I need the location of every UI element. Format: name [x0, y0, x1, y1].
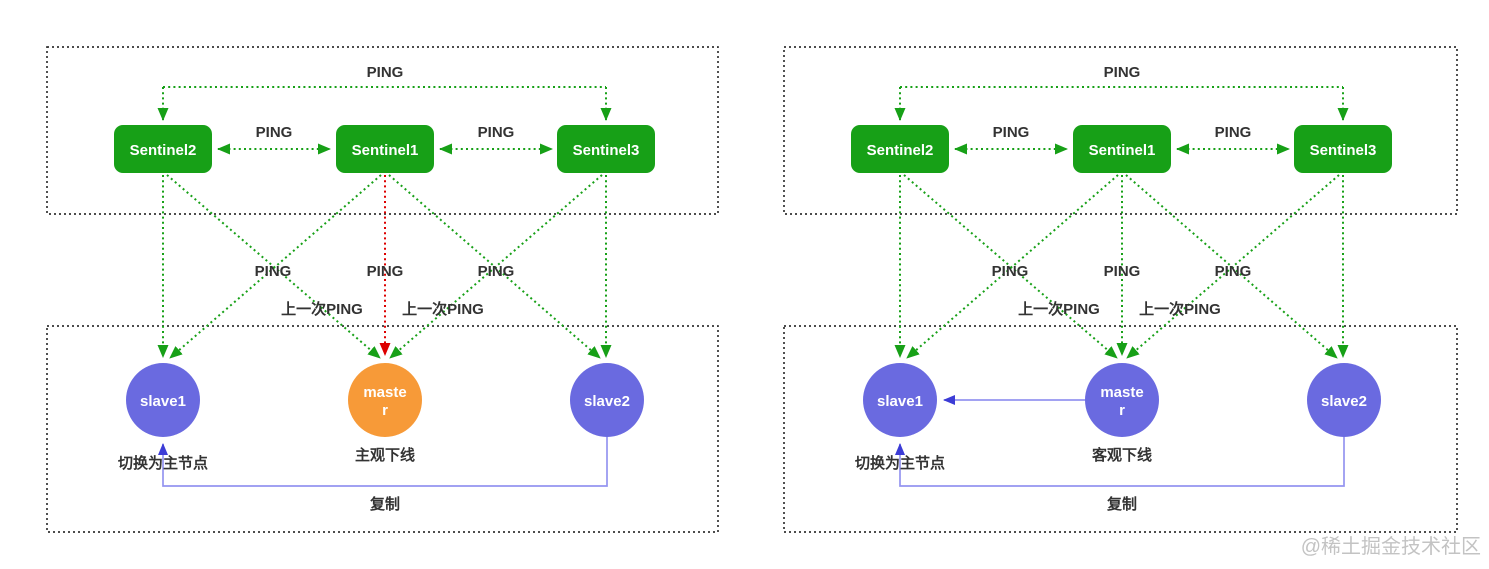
ping-line-s2-master: [903, 174, 1118, 359]
sentinel3-label: Sentinel3: [1310, 142, 1377, 159]
ping-label-s1-s3: PING: [478, 124, 515, 141]
ping-col-left-label: PING: [255, 263, 292, 280]
left-diagram: PING PING PING Sentinel2 Sentinel1 Senti…: [46, 46, 719, 533]
replication-caption: 复制: [1106, 495, 1137, 513]
redis-nodes-box: [46, 325, 719, 533]
ping-col-center-label: PING: [1104, 263, 1141, 280]
sentinel3-box: [1294, 125, 1392, 173]
master-caption: 主观下线: [355, 446, 415, 464]
ping-col-left-label: PING: [992, 263, 1029, 280]
ping-label-s2-s1: PING: [256, 124, 293, 141]
redis-nodes-box: [783, 325, 1458, 533]
sentinel2-box: [851, 125, 949, 173]
sentinel1-label: Sentinel1: [352, 142, 419, 159]
sentinel1-box: [336, 125, 434, 173]
slave2-label: slave2: [1321, 393, 1367, 410]
sentinel3-box: [557, 125, 655, 173]
slave1-caption: 切换为主节点: [118, 454, 208, 472]
watermark: @稀土掘金技术社区: [1301, 535, 1481, 558]
master-label-line1: maste: [1100, 384, 1143, 401]
sentinel-group-box: [783, 46, 1458, 215]
slave2-label: slave2: [584, 393, 630, 410]
ping-top-label: PING: [367, 64, 404, 81]
slave1-node: [863, 363, 937, 437]
slave2-node: [1307, 363, 1381, 437]
sentinel-group-box: [46, 46, 719, 215]
slave1-label: slave1: [140, 393, 186, 410]
replication-line-slave2-to-slave1: [895, 437, 1345, 487]
slave1-caption: 切换为主节点: [855, 454, 945, 472]
sentinel2-label: Sentinel2: [867, 142, 934, 159]
master-label-line2: r: [382, 402, 388, 419]
last-ping-left-label: 上一次PING: [281, 300, 363, 318]
ping-col-right-label: PING: [478, 263, 515, 280]
ping-label-s2-s1: PING: [993, 124, 1030, 141]
ping-line-s2-master: [166, 174, 381, 359]
last-ping-right-label: 上一次PING: [402, 300, 484, 318]
last-ping-left-label: 上一次PING: [1018, 300, 1100, 318]
sentinel1-label: Sentinel1: [1089, 142, 1156, 159]
slave1-label: slave1: [877, 393, 923, 410]
master-node: [348, 363, 422, 437]
ping-label-s1-s3: PING: [1215, 124, 1252, 141]
replication-caption: 复制: [369, 495, 400, 513]
sentinel3-label: Sentinel3: [573, 142, 640, 159]
ping-top-label: PING: [1104, 64, 1141, 81]
right-diagram: PING PING PING Sentinel2 Sentinel1 Senti…: [783, 46, 1458, 533]
last-ping-right-label: 上一次PING: [1139, 300, 1221, 318]
ping-col-center-label: PING: [367, 263, 404, 280]
master-node: [1085, 363, 1159, 437]
ping-col-right-label: PING: [1215, 263, 1252, 280]
sentinel2-box: [114, 125, 212, 173]
slave2-node: [570, 363, 644, 437]
replication-line-slave2-to-slave1: [158, 437, 608, 487]
sentinel2-label: Sentinel2: [130, 142, 197, 159]
master-caption: 客观下线: [1091, 446, 1152, 464]
master-label-line1: maste: [363, 384, 406, 401]
sentinel1-box: [1073, 125, 1171, 173]
slave1-node: [126, 363, 200, 437]
master-label-line2: r: [1119, 402, 1125, 419]
